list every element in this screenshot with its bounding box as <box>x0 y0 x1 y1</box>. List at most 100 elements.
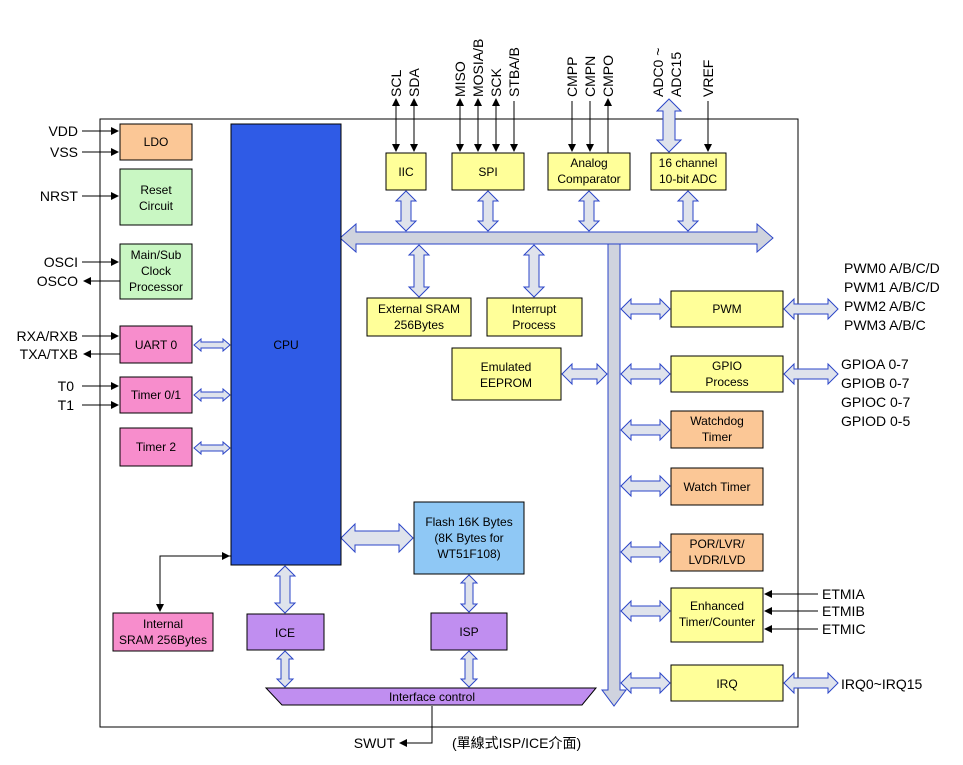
adc-label-1: 16 channel <box>659 156 718 170</box>
clock-label-2: Clock <box>141 264 172 278</box>
uart-cpu-arrow <box>193 337 231 353</box>
adc-label-2: 10-bit ADC <box>659 172 717 186</box>
watch-timer-label: Watch Timer <box>684 480 751 494</box>
pwm-block <box>670 290 784 328</box>
gpio-label-2: Process <box>705 375 748 389</box>
pin-pwm3: PWM3 A/B/C <box>844 317 926 333</box>
pin-txa: TXA/TXB <box>20 346 78 362</box>
watchdog-label-2: Timer <box>702 430 732 444</box>
enhanced-timer-label-1: Enhanced <box>690 599 744 613</box>
ice-interface-arrow <box>275 650 295 688</box>
flash-block <box>413 501 525 575</box>
reset-label-2: Circuit <box>139 199 174 213</box>
irq-label: IRQ <box>716 677 737 691</box>
timer2-cpu-arrow <box>193 440 231 456</box>
pin-rxa: RXA/RXB <box>17 328 78 344</box>
pin-swut: SWUT <box>354 735 396 751</box>
timer2-block <box>119 427 193 467</box>
timer01-label: Timer 0/1 <box>131 388 182 402</box>
gpio-pins-arrow <box>783 362 839 386</box>
pin-sda: SDA <box>406 68 422 97</box>
pin-cmpn: CMPN <box>582 56 598 97</box>
gpio-process-block <box>670 355 784 393</box>
pin-pwm2: PWM2 A/B/C <box>844 298 926 314</box>
pin-osco: OSCO <box>37 273 78 289</box>
pin-vss: VSS <box>50 144 78 160</box>
por-label-1: POR/LVR/ <box>689 537 745 551</box>
cpu-sram-line <box>156 555 231 612</box>
irq-pins-arrow <box>783 671 839 695</box>
pin-labels: VDD VSS NRST OSCI OSCO RXA/RXB TXA/TXB T… <box>17 39 940 751</box>
pin-gpiob: GPIOB 0-7 <box>841 375 910 391</box>
pin-miso: MISO <box>452 61 468 97</box>
pin-irq: IRQ0~IRQ15 <box>841 676 923 692</box>
bus-watchtimer-arrow <box>620 474 671 498</box>
pin-etmia: ETMIA <box>822 586 865 602</box>
pin-vref: VREF <box>700 60 716 97</box>
flash-isp-arrow <box>459 574 479 613</box>
timer01-block <box>119 376 193 414</box>
isp-interface-arrow <box>459 650 479 688</box>
pin-pwm0: PWM0 A/B/C/D <box>844 260 940 276</box>
pin-etmib: ETMIB <box>822 603 865 619</box>
uart0-block <box>119 325 193 364</box>
internal-sram-block <box>112 612 214 652</box>
clock-label-3: Processor <box>129 280 183 294</box>
bus-extsram-arrow <box>407 244 431 298</box>
bus-pwm-arrow <box>620 297 671 321</box>
connector-arrows <box>193 98 839 695</box>
interrupt-label-1: Interrupt <box>512 302 557 316</box>
spi-bus-arrow <box>476 190 500 232</box>
pin-t0: T0 <box>58 378 75 394</box>
bus-por-arrow <box>620 540 671 564</box>
spi-block <box>451 152 525 191</box>
eeprom-bus-arrow <box>561 362 608 386</box>
bus-watchdog-arrow <box>620 418 671 442</box>
signal-lines <box>82 98 818 747</box>
eeprom-label-2: EEPROM <box>480 376 532 390</box>
bus-group <box>339 222 774 707</box>
bus-interrupt-arrow <box>522 244 546 298</box>
pin-cmpo: CMPO <box>600 55 616 97</box>
pin-stba: STBA/B <box>506 47 522 97</box>
pin-interface-note: (單線式ISP/ICE介面) <box>452 735 581 751</box>
ldo-label: LDO <box>144 135 169 149</box>
pin-adc0: ADC0 ~ <box>650 48 666 97</box>
internal-sram-label-2: SRAM 256Bytes <box>119 633 207 647</box>
watchdog-timer-block <box>670 410 764 449</box>
pwm-pins-arrow <box>783 297 839 321</box>
chip-outline <box>99 118 799 728</box>
pin-osci: OSCI <box>44 254 78 270</box>
external-sram-label-1: External SRAM <box>378 302 460 316</box>
comparator-block <box>547 152 631 191</box>
isp-block <box>430 612 508 651</box>
pin-gpiod: GPIOD 0-5 <box>841 413 910 429</box>
uart0-label: UART 0 <box>135 338 178 352</box>
pin-gpioa: GPIOA 0-7 <box>841 356 909 372</box>
watchdog-label-1: Watchdog <box>690 414 744 428</box>
bus-enhtimer-arrow <box>620 599 671 623</box>
reset-label-1: Reset <box>140 183 172 197</box>
interface-control-block <box>264 687 598 706</box>
interface-control-label: Interface control <box>389 690 475 704</box>
internal-sram-label-1: Internal <box>143 617 183 631</box>
ice-label: ICE <box>275 626 295 640</box>
vertical-peripheral-bus <box>601 243 627 707</box>
pwm-label: PWM <box>712 302 741 316</box>
adc-block <box>650 152 727 191</box>
pin-mosi: MOSIA/B <box>470 39 486 97</box>
bus-irq-arrow <box>620 671 671 695</box>
pin-gpioc: GPIOC 0-7 <box>841 394 910 410</box>
gpio-label-1: GPIO <box>712 359 742 373</box>
enhanced-timer-label-2: Timer/Counter <box>679 615 755 629</box>
pin-adc15: ADC15 <box>668 52 684 97</box>
eeprom-label-1: Emulated <box>481 360 532 374</box>
iic-bus-arrow <box>394 190 418 232</box>
watch-timer-block <box>670 467 764 506</box>
pin-t1: T1 <box>58 397 75 413</box>
external-sram-label-2: 256Bytes <box>394 318 444 332</box>
adc-bus-arrow <box>676 190 700 232</box>
swut-line <box>399 706 433 747</box>
flash-label-3: WT51F108) <box>437 547 500 561</box>
